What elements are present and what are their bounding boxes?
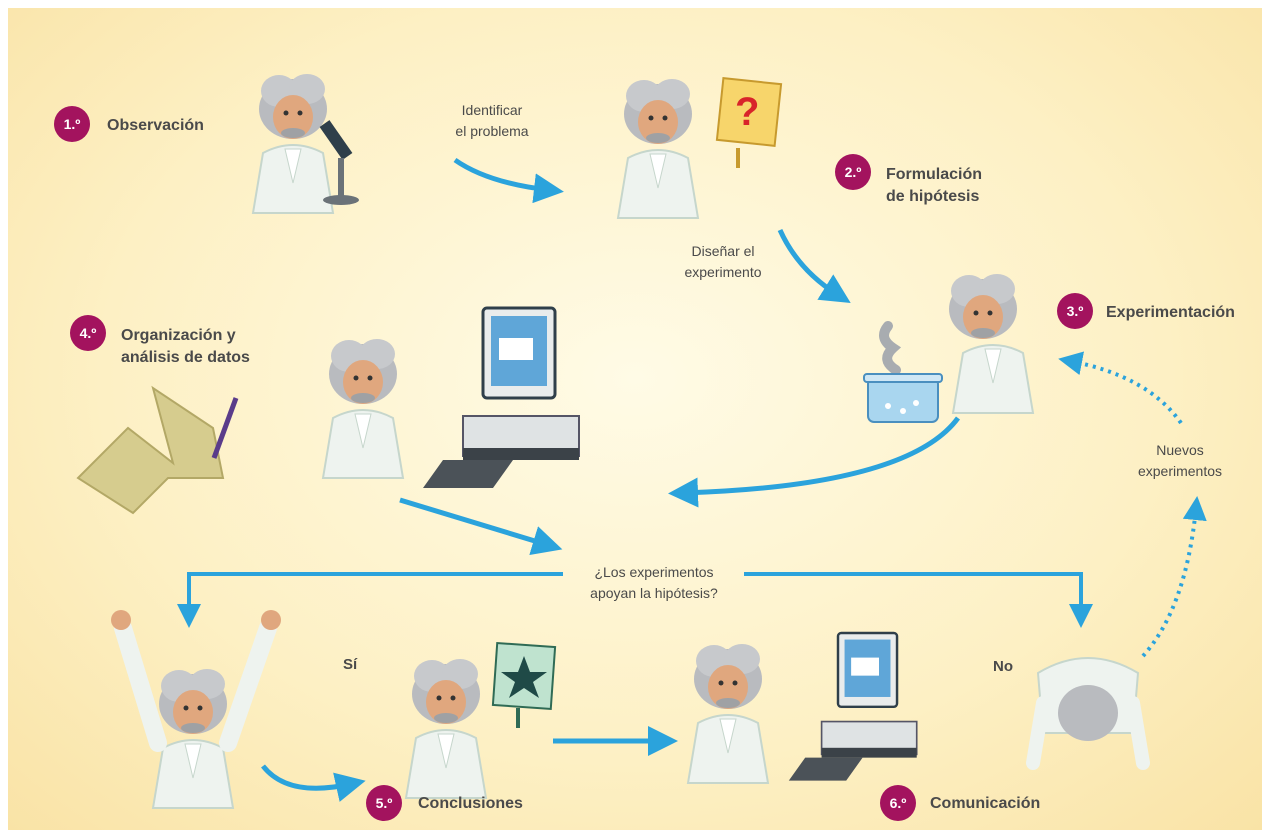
- step-4-label: Organización y análisis de datos: [121, 327, 250, 366]
- beaker-icon: [863, 321, 943, 423]
- arrow-yes-to-conclusions: [261, 764, 366, 802]
- scientist-conclusions: [405, 659, 487, 799]
- arrow-design: [777, 228, 851, 303]
- new-experiments-note: Nuevos experimentos: [1137, 442, 1223, 479]
- no-label: No: [993, 658, 1013, 675]
- identify-problem-note: Identificar el problema: [455, 102, 529, 139]
- design-experiment-note: Diseñar el experimento: [684, 243, 762, 280]
- scientist-bowing: [1026, 657, 1150, 770]
- question-sign-icon: [715, 77, 783, 168]
- arrow-new-experiments-back: [1058, 351, 1183, 425]
- microscope-icon: [319, 120, 359, 205]
- step-3-label: Experimentación: [1106, 304, 1235, 321]
- step-5-label: Conclusiones: [418, 795, 523, 812]
- step-3-badge: 3.º: [1057, 293, 1093, 329]
- scientist-hypothesis: [617, 79, 699, 219]
- computer-analysis-icon: [421, 306, 581, 490]
- step-1-label: Observación: [107, 117, 204, 134]
- scientist-celebrating: [111, 610, 281, 809]
- scientist-observation: [252, 74, 334, 214]
- arrow-identify: [453, 157, 564, 204]
- arrow-question-no: [744, 572, 1093, 628]
- arrow-question-yes: [177, 572, 563, 628]
- arrow-new-experiments-up: [1141, 496, 1207, 658]
- arrow-analysis-to-question: [399, 497, 563, 555]
- step-1-badge: 1.º: [54, 106, 90, 142]
- scientist-experimentation: [949, 274, 1034, 414]
- scientist-communication: [687, 644, 769, 784]
- step-6-badge: 6.º: [880, 785, 916, 821]
- step-6-label: Comunicación: [930, 795, 1041, 812]
- yes-label: Sí: [343, 656, 358, 673]
- question-note: ¿Los experimentos apoyan la hipótesis?: [590, 564, 718, 601]
- scientific-method-diagram: 1.º Observación 2.º Formulación de hipót…: [8, 8, 1262, 830]
- step-4-badge: 4.º: [70, 315, 106, 351]
- question-mark-glyph: ?: [735, 90, 760, 134]
- step-2-badge: 2.º: [835, 154, 871, 190]
- arrow-to-analysis: [668, 416, 961, 508]
- folded-paper-icon: [76, 385, 239, 515]
- computer-communication-icon: [787, 631, 918, 782]
- illustration-layer: [76, 74, 1207, 809]
- step-5-badge: 5.º: [366, 785, 402, 821]
- step-2-label: Formulación de hipótesis: [886, 166, 983, 205]
- star-sign-icon: [491, 641, 557, 728]
- scientist-analysis: [322, 339, 404, 479]
